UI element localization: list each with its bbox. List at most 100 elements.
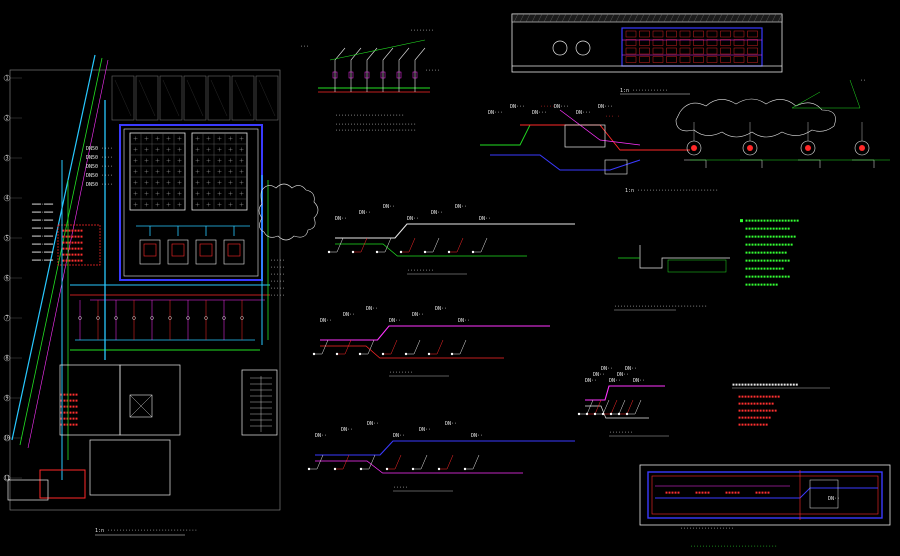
riser-valve [412,71,418,79]
section-cell [666,30,677,38]
fixture [78,316,82,320]
svg-text:▪▪▪▪▪▪▪▪▪▪▪▪▪▪: ▪▪▪▪▪▪▪▪▪▪▪▪▪▪ [745,250,787,256]
section-cell [679,30,691,38]
svg-text:▪▪▪▪▪: ▪▪▪▪▪ [665,490,680,496]
branch-diagram-2: DN··DN··DN··DN··DN··DN··DN·········· [312,306,550,377]
svg-text:DN···: DN··· [598,104,613,110]
svg-text:···························: ··························· [335,128,416,134]
riser-top-caption: ······················· [335,113,404,119]
svg-text:DN···: DN··· [554,104,569,110]
svg-text:▪▪▪▪▪▪▪▪▪▪▪▪▪: ▪▪▪▪▪▪▪▪▪▪▪▪▪ [745,266,784,272]
svg-text:▪▪▪▪▪▪▪▪▪▪▪▪▪▪▪▪▪: ▪▪▪▪▪▪▪▪▪▪▪▪▪▪▪▪▪ [745,234,796,240]
svg-text:▪▪▪▪▪▪▪▪▪▪▪▪▪▪▪: ▪▪▪▪▪▪▪▪▪▪▪▪▪▪▪ [745,226,790,232]
svg-text:═══·═══: ═══·═══ [31,250,54,256]
svg-text:DN··: DN·· [383,204,395,210]
svg-text:········: ········ [389,370,413,376]
lower-rooms [7,364,278,501]
svg-text:═══·═══: ═══·═══ [31,234,54,240]
svg-text:DN··: DN·· [343,312,355,318]
section-cell [733,56,745,63]
tank-box [604,159,628,175]
axis-number: 6 [5,276,8,282]
svg-text:DN··: DN·· [471,433,483,439]
parking-stall [111,75,135,121]
section-cell [720,56,731,63]
svg-text:DN50 ····: DN50 ···· [86,173,113,179]
section-cell [679,56,691,63]
branch-diagram-1: DN··DN··DN··DN··DN··DN··DN··········· [327,204,575,275]
section-cell [720,39,731,46]
section-cell [693,30,704,38]
diagonal-wall-1 [11,54,96,441]
node [447,250,451,254]
section-cell [652,47,664,55]
svg-text:DN··: DN·· [617,372,629,378]
section-cell [733,47,745,55]
node [404,352,408,356]
svg-text:▪▪▪▪▪▪▪▪▪▪▪: ▪▪▪▪▪▪▪▪▪▪▪ [745,282,778,288]
svg-text:DN··: DN·· [367,421,379,427]
svg-text:DN··: DN·· [407,216,419,222]
svg-text:▪▪▪▪▪▪▪▪▪▪▪: ▪▪▪▪▪▪▪▪▪▪▪ [738,415,771,421]
svg-text:·····: ····· [270,265,285,271]
axis-number: 7 [5,316,8,322]
node [625,412,629,416]
fixture [150,316,154,320]
node [437,467,441,471]
red-zone [57,224,101,266]
svg-text:DN50 ····: DN50 ···· [86,155,113,161]
node [327,250,331,254]
axis-number: 9 [5,396,8,402]
svg-text:▪▪▪▪▪▪: ▪▪▪▪▪▪ [60,422,78,428]
svg-text:▪▪▪▪▪▪: ▪▪▪▪▪▪ [60,416,78,422]
section-cell [625,47,637,55]
node [375,250,379,254]
svg-text:DN··: DN·· [359,210,371,216]
fixture [132,316,136,320]
svg-text:DN··: DN·· [366,306,378,312]
section-cell [706,39,718,46]
node [399,250,403,254]
axis-number: 4 [5,196,8,202]
svg-text:DN··: DN·· [341,427,353,433]
section-cell [747,47,758,55]
section-cell [693,56,704,63]
svg-text:DN··: DN·· [601,366,613,372]
pump-body [143,243,157,257]
svg-text:·····: ····· [270,293,285,299]
node [333,467,337,471]
svg-text:DN··: DN·· [609,378,621,384]
section-cell [652,30,664,38]
fixture [240,316,244,320]
svg-text:DN··: DN·· [389,318,401,324]
svg-text:▪▪▪▪▪▪▪▪▪▪▪▪▪▪▪▪: ▪▪▪▪▪▪▪▪▪▪▪▪▪▪▪▪ [745,242,793,248]
axo-pump-caption: 1:n ··························· [625,188,718,194]
plan-pipe-network: ═══·══════·══════·══════·══════·══════·═… [31,100,285,480]
plan-frame [9,69,281,511]
equipment-core [805,145,811,151]
equipment-cloud: ·· [675,78,890,168]
parking-stall [207,75,231,121]
axis-number: 3 [5,156,8,162]
section-cell [706,30,718,38]
section-cell [639,47,650,55]
axis-number: 1 [5,76,8,82]
svg-text:DN··: DN·· [435,306,447,312]
pump-axonometric: DN···DN···DN···DN···DN···DN··········· ·… [480,104,718,194]
svg-text:·····: ····· [270,258,285,264]
svg-text:DN··: DN·· [393,433,405,439]
pump-unit [195,239,217,265]
parking-stall [231,75,255,121]
svg-text:DN50 ····: DN50 ···· [86,182,113,188]
axis-number: 8 [5,356,8,362]
svg-text:·····: ····· [270,279,285,285]
svg-text:▪▪▪▪▪▪▪: ▪▪▪▪▪▪▪ [62,228,83,234]
equipment-core [747,145,753,151]
svg-text:·····: ····· [540,104,555,110]
node [450,352,454,356]
svg-text:·····: ····· [270,286,285,292]
svg-text:DN··: DN·· [419,427,431,433]
axis-number: 5 [5,236,8,242]
